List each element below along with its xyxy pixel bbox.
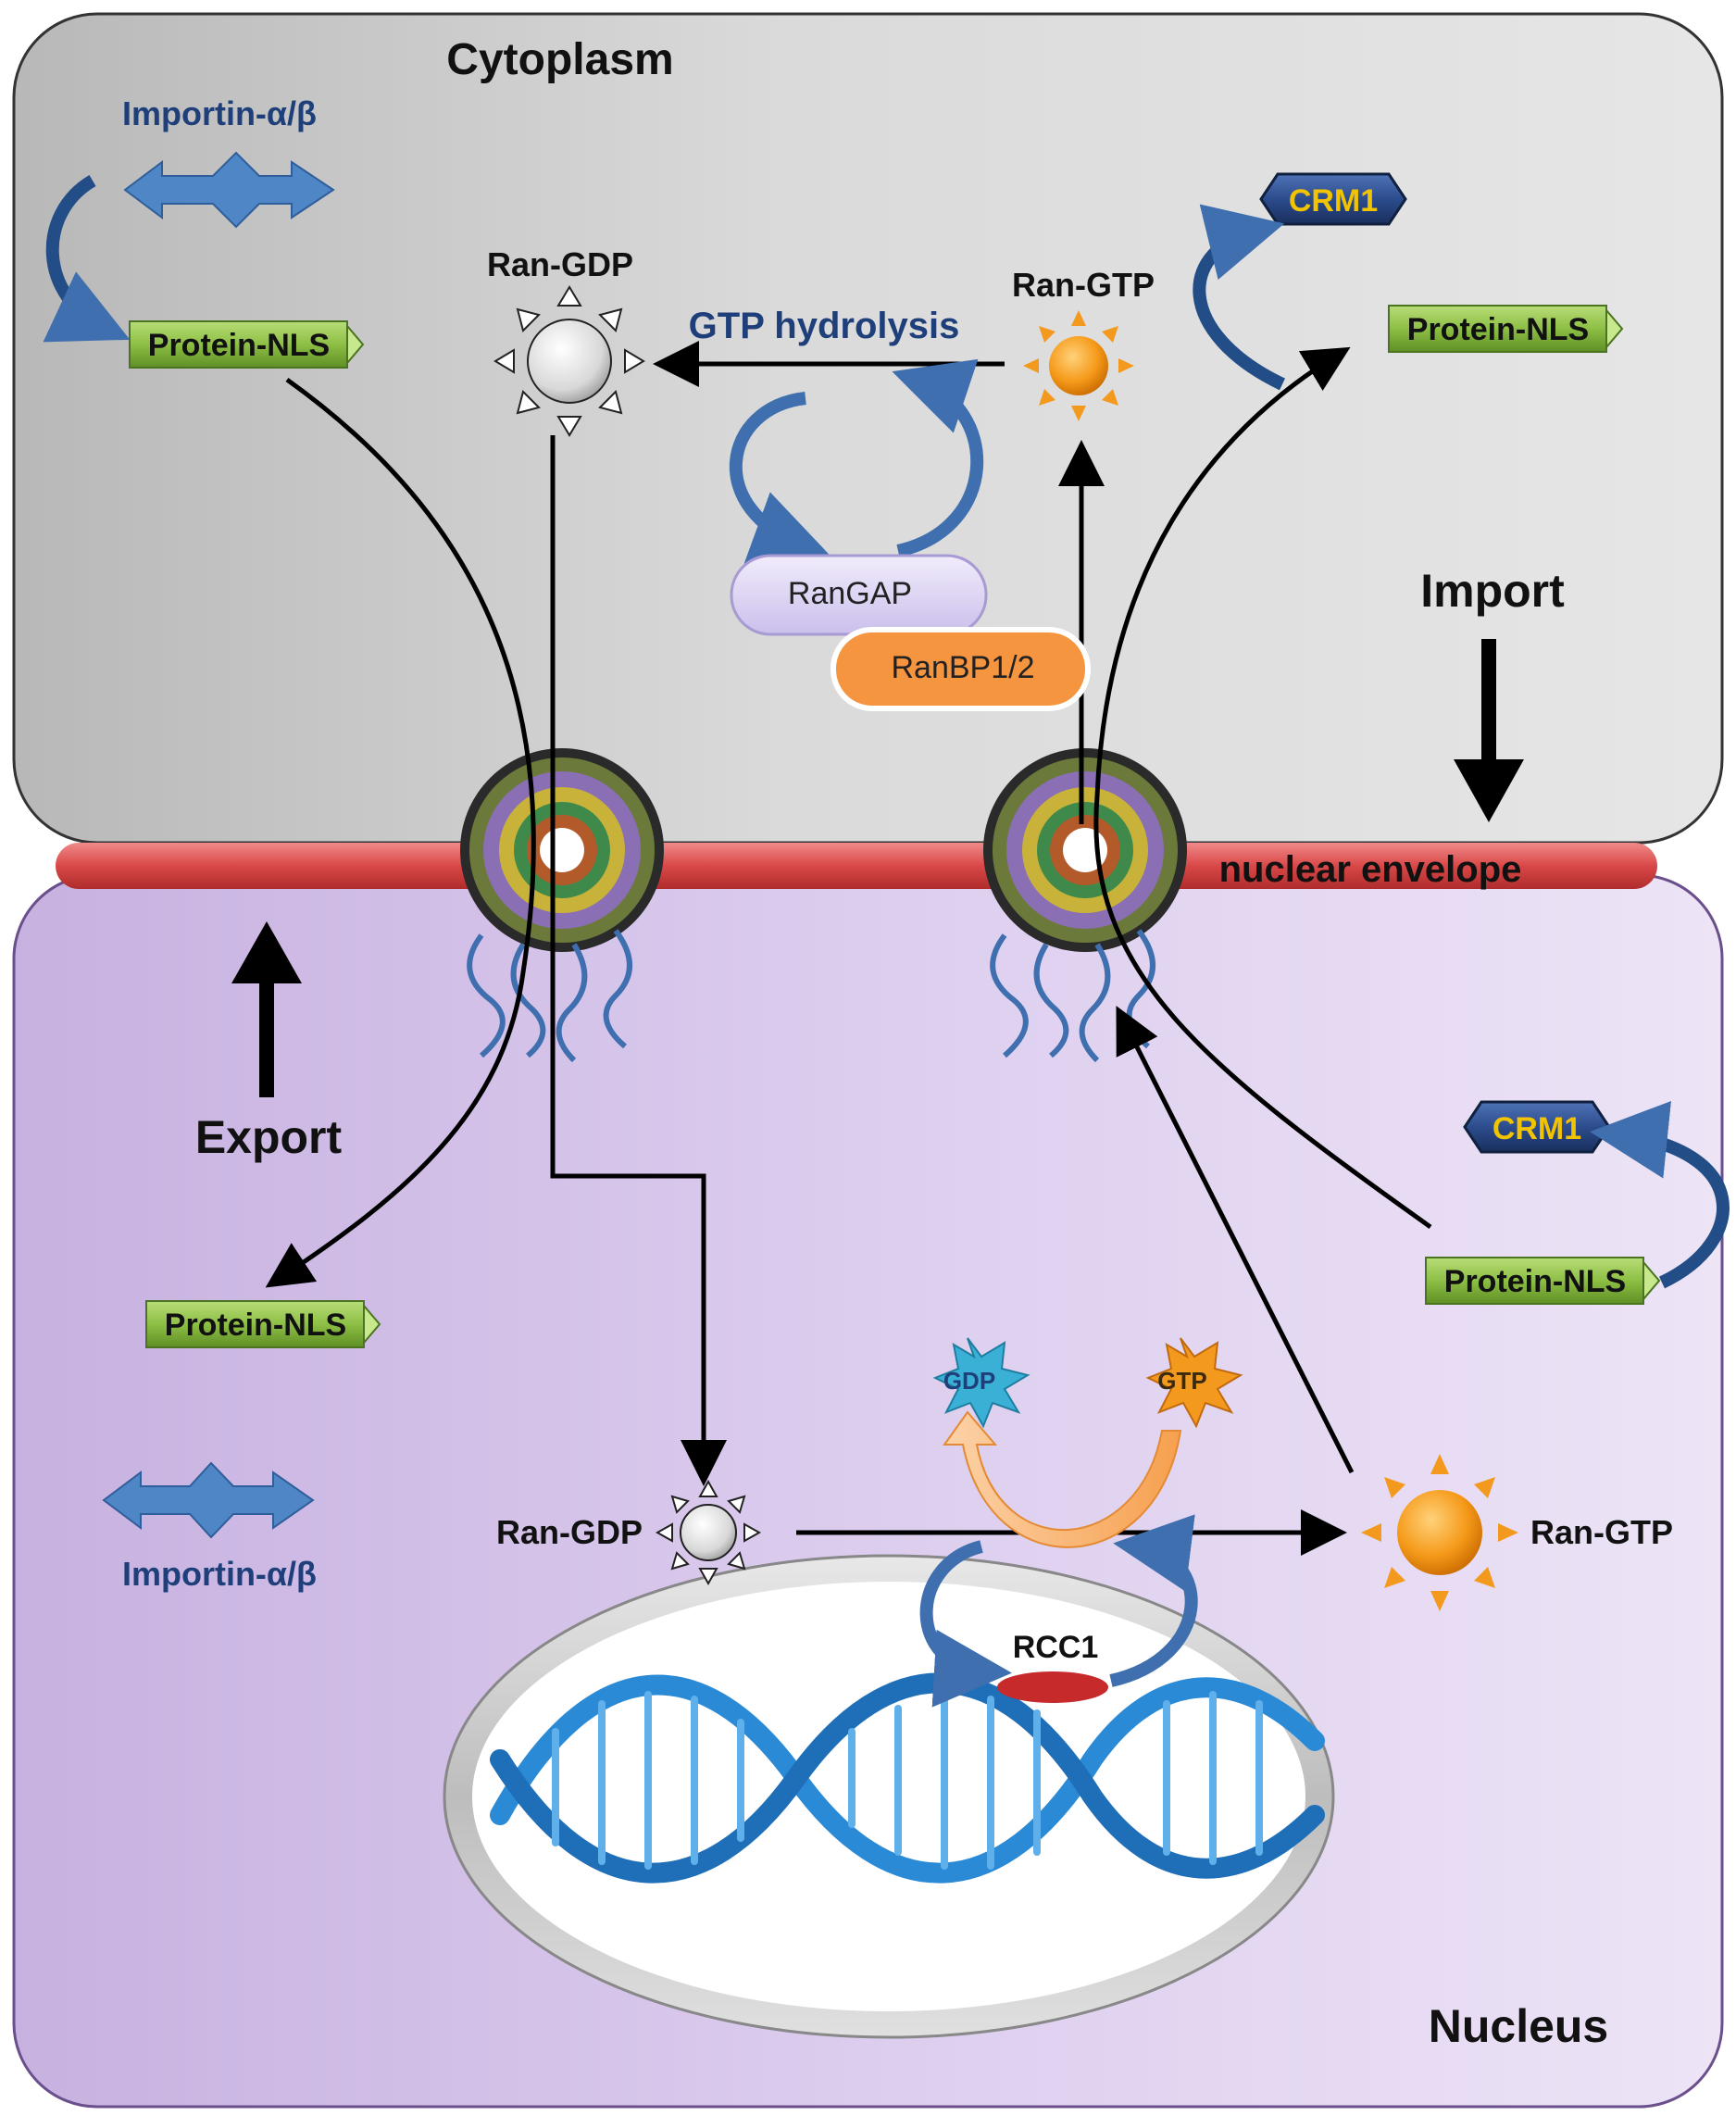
ran-gtp-bottom <box>1361 1454 1518 1611</box>
protein-nls-top-right: Protein-NLS <box>1388 305 1624 353</box>
crm1-bottom: CRM1 <box>1463 1100 1611 1154</box>
gdp-label: GDP <box>943 1367 995 1395</box>
nucleotide-swap-arrow <box>943 1410 1182 1548</box>
crm1-top: CRM1 <box>1259 172 1407 226</box>
rangap-cycle-arrow-left <box>730 392 831 566</box>
protein-nls-bottom-left-label: Protein-NLS <box>165 1308 346 1343</box>
importin-top-label: Importin-α/β <box>122 94 317 132</box>
rangap: RanGAP <box>730 554 988 636</box>
ran-gdp-top-label: Ran-GDP <box>487 245 633 283</box>
gtp-hydrolysis-label: GTP hydrolysis <box>689 306 960 346</box>
gtp-label: GTP <box>1157 1367 1206 1395</box>
export-label: Export <box>195 1111 343 1163</box>
cytoplasm-label: Cytoplasm <box>446 35 673 84</box>
rcc1 <box>997 1671 1108 1703</box>
importin-binding-arrow-top <box>43 174 131 343</box>
import-path <box>1093 346 1432 1230</box>
import-label: Import <box>1420 565 1565 617</box>
nuclear-envelope-label: nuclear envelope <box>1219 849 1522 890</box>
ran-gdp-bottom-label: Ran-GDP <box>496 1513 643 1551</box>
protein-nls-top-right-label: Protein-NLS <box>1407 312 1589 347</box>
rcc1-label: RCC1 <box>1013 1630 1099 1665</box>
gtp-burst: GTP <box>1145 1337 1243 1429</box>
protein-nls-top-left: Protein-NLS <box>129 320 365 369</box>
ran-gtp-exit-path <box>1116 1006 1355 1474</box>
rcc1-cycle-arrow-left <box>919 1540 1012 1708</box>
protein-nls-bottom-right-label: Protein-NLS <box>1444 1264 1626 1299</box>
export-path <box>265 377 536 1288</box>
dna-helix <box>490 1672 1325 1884</box>
export-arrow <box>231 921 302 1097</box>
ran-gtp-top <box>1023 310 1134 421</box>
rangap-label: RanGAP <box>788 576 912 611</box>
nuclear-envelope <box>56 843 1657 889</box>
chromatin-compartment <box>443 1554 1335 2039</box>
ran-gdp-path <box>550 435 727 1486</box>
import-arrow <box>1454 639 1524 822</box>
rangap-cycle-arrow-right <box>892 358 984 557</box>
ran-gtp-top-label: Ran-GTP <box>1012 266 1155 304</box>
gdp-burst: GDP <box>932 1337 1030 1429</box>
protein-nls-bottom-right: Protein-NLS <box>1425 1257 1661 1305</box>
crm1-binding-arrow-top <box>1193 204 1286 391</box>
importin-top <box>123 151 335 229</box>
crm1-top-label: CRM1 <box>1289 183 1378 219</box>
ran-gtp-bottom-label: Ran-GTP <box>1530 1513 1673 1551</box>
nuclear-pore-left <box>460 748 664 1063</box>
ran-gdp-top <box>493 285 645 437</box>
ranbp: RanBP1/2 <box>831 627 1091 711</box>
cytoplasm-region <box>12 12 1724 845</box>
importin-bottom-label: Importin-α/β <box>122 1555 317 1593</box>
protein-nls-bottom-left: Protein-NLS <box>145 1300 381 1348</box>
ranbp-label: RanBP1/2 <box>892 650 1035 685</box>
crm1-bottom-label: CRM1 <box>1492 1111 1581 1146</box>
nucleus-label: Nucleus <box>1429 2000 1609 2052</box>
importin-bottom <box>102 1461 315 1539</box>
protein-nls-top-left-label: Protein-NLS <box>148 328 330 363</box>
crm1-binding-arrow-bottom <box>1590 1101 1730 1289</box>
nuclear-pore-right <box>983 748 1187 1063</box>
ran-gdp-bottom <box>655 1479 762 1586</box>
rcc1-cycle-arrow-right <box>1109 1514 1198 1687</box>
